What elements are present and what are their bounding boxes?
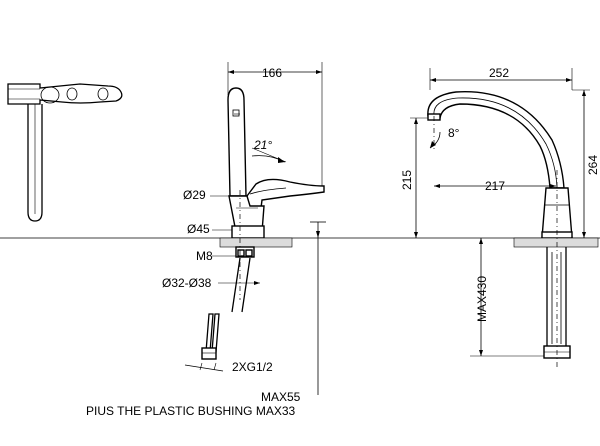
dim-spout-angle: 8° (448, 126, 460, 140)
front-view (410, 68, 599, 368)
dim-max-deck: MAX55 (261, 390, 301, 404)
dim-handle-spread: 166 (262, 66, 282, 80)
top-view-handle (7, 83, 123, 222)
hose-connector (184, 313, 224, 372)
dim-body-diameter: Ø29 (183, 188, 206, 202)
bushing-note: PIUS THE PLASTIC BUSHING MAX33 (86, 404, 295, 418)
dim-handle-angle: 21° (253, 138, 272, 152)
dim-base-diameter: Ø45 (187, 222, 210, 236)
dim-spout-reach: 217 (485, 179, 505, 193)
dim-overall-height: 264 (586, 155, 600, 175)
dim-spout-reach-top: 252 (489, 66, 509, 80)
side-view (184, 62, 326, 395)
dim-hose-connection: 2XG1/2 (232, 360, 273, 374)
dim-max-hose: MAX430 (475, 276, 489, 322)
dim-thread: M8 (196, 249, 213, 263)
dim-spout-height: 215 (400, 170, 414, 190)
dim-hole-range: Ø32-Ø38 (162, 276, 212, 290)
